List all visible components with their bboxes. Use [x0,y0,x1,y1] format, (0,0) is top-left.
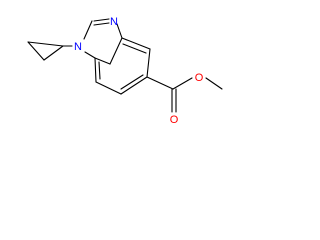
imidazole-ring [83,18,123,59]
structure-canvas: N N O O [0,0,227,137]
molecule-structure: N N O O [27,16,223,126]
bond [43,45,64,61]
bond [83,20,93,40]
atom-label-carbonyl-o: O [170,114,179,126]
bond [120,76,148,95]
bond [95,81,122,95]
bond [205,77,223,90]
atom-label-n1: N [74,41,82,53]
methyl-ester [146,76,223,113]
bond [94,57,111,65]
bond [94,57,97,83]
bond [122,43,147,54]
bond [172,77,193,90]
bond [93,22,110,26]
cyclopropyl-ring [27,41,64,61]
benzene-ring [94,37,151,95]
bond [120,74,144,90]
atom-label-ester-o: O [195,72,204,84]
bond [98,61,101,80]
bond [27,41,45,61]
atom-label-n3: N [110,16,118,28]
bond [146,48,151,78]
bond [84,51,96,59]
bond [109,37,123,65]
bond [146,76,174,90]
bond [93,18,110,22]
bond [116,23,123,39]
bond [27,41,64,47]
bond [121,37,151,50]
